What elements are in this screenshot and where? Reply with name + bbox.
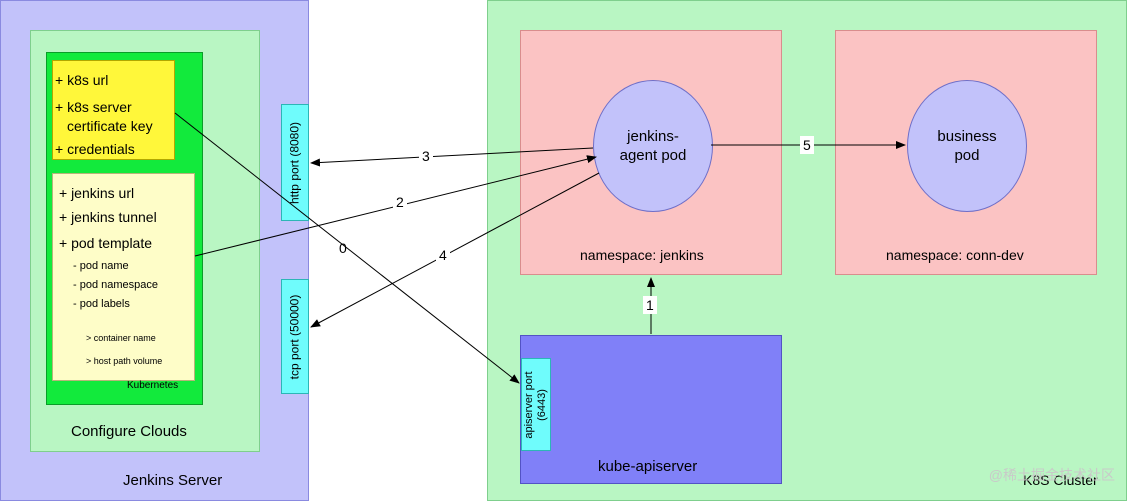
apiserver-port-box: apiserver port (6443) [521, 358, 551, 451]
k8s-config-box [52, 60, 175, 160]
step-3-label: 3 [419, 147, 433, 165]
namespace-jenkins-label: namespace: jenkins [580, 247, 704, 263]
business-pod: business pod [907, 80, 1027, 212]
pod-namespace-item: - pod namespace [73, 279, 158, 291]
certificate-key-item: certificate key [67, 118, 153, 134]
jenkins-server-label: Jenkins Server [123, 472, 223, 489]
pod-name-item: - pod name [73, 260, 129, 272]
watermark: @稀土掘金技术社区 [988, 467, 1115, 483]
pod-labels-item: - pod labels [73, 298, 130, 310]
step-5-label: 5 [800, 136, 814, 154]
step-0-label: 0 [339, 240, 347, 256]
business-pod-label: business pod [937, 128, 997, 164]
k8s-cluster-label: K8S Cluster [1023, 472, 1098, 488]
jenkins-agent-pod: jenkins- agent pod [593, 80, 713, 212]
credentials-item: + credentials [55, 141, 135, 157]
arrow-3 [310, 147, 594, 167]
arrow-0 [174, 112, 520, 384]
host-path-volume-item: > host path volume [86, 356, 163, 366]
jenkins-agent-pod-label: jenkins- agent pod [619, 128, 687, 164]
k8s-url-item: + k8s url [55, 72, 109, 88]
jenkins-config-box [52, 173, 195, 381]
jenkins-tunnel-item: + jenkins tunnel [59, 209, 157, 225]
step-2-label: 2 [393, 193, 407, 211]
tcp-port-box: tcp port (50000) [281, 279, 309, 394]
kubernetes-label: Kubernetes [127, 380, 179, 391]
step-1-label: 1 [643, 296, 657, 314]
pod-template-item: + pod template [59, 235, 153, 251]
step-4-label: 4 [436, 246, 450, 264]
k8s-server-item: + k8s server [55, 99, 132, 115]
configure-clouds-label: Configure Clouds [71, 423, 187, 440]
namespace-conn-dev-label: namespace: conn-dev [886, 247, 1024, 263]
arrow-4 [310, 172, 600, 328]
container-name-item: > container name [86, 333, 156, 343]
kube-apiserver-label: kube-apiserver [598, 458, 698, 475]
jenkins-url-item: + jenkins url [59, 185, 135, 201]
kube-apiserver-box [520, 335, 782, 484]
http-port-box: http port (8080) [281, 104, 309, 221]
